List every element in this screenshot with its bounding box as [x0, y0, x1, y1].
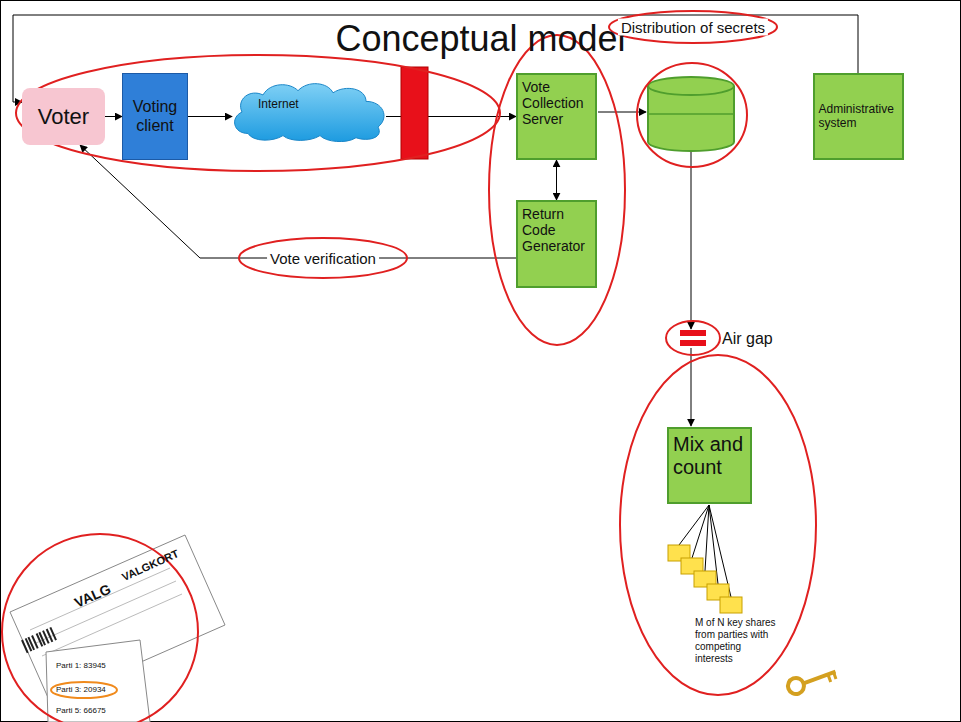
firewall-block — [401, 67, 428, 159]
card-rule — [36, 581, 176, 643]
text-label: Parti 3: 20934 — [56, 685, 106, 695]
client-box: Voting client — [122, 73, 188, 160]
text-label: M of N key shares from parties with comp… — [695, 617, 779, 665]
air-gap-bar — [680, 340, 706, 346]
node-label: Administrative system — [819, 103, 898, 131]
highlight-ellipse — [666, 321, 720, 355]
connector — [105, 116, 122, 117]
node-label: Internet — [258, 98, 385, 112]
highlight-ellipse — [16, 55, 500, 171]
edge-label: Distribution of secrets — [618, 19, 768, 36]
node-label: Voter — [26, 104, 101, 129]
highlight-ellipses — [2, 11, 816, 722]
highlight-ellipse — [239, 238, 407, 278]
highlight-ellipse — [2, 534, 198, 722]
actor-box: Voter — [22, 88, 105, 145]
text-label: Air gap — [722, 329, 773, 348]
key-shaft — [804, 672, 836, 684]
highlight-ellipse — [609, 11, 777, 43]
cloud-outline — [228, 80, 393, 142]
key-shares — [668, 545, 742, 613]
key-bow — [786, 676, 807, 697]
highlight-ellipse — [489, 35, 625, 345]
node-label: Vote Collection Server — [522, 79, 591, 127]
process-box: Mix and count — [667, 427, 752, 504]
system-box: Administrative system — [813, 73, 904, 160]
node-label: Return Code Generator — [522, 206, 591, 254]
card-rule — [30, 568, 170, 630]
database-cylinder — [648, 77, 734, 151]
server-box: Return Code Generator — [516, 200, 597, 288]
card-page — [46, 640, 150, 722]
highlight-ellipse — [620, 355, 816, 695]
edge-label: Vote verification — [267, 250, 379, 267]
bar — [50, 627, 56, 640]
connector — [188, 116, 232, 117]
slide-title: Conceptual model — [0, 18, 961, 60]
ballot-card — [10, 535, 225, 722]
key-bit — [828, 674, 831, 682]
air-gap-bar — [680, 330, 706, 336]
connector — [80, 145, 516, 258]
barcode — [22, 627, 56, 652]
flow-arrow — [691, 152, 692, 329]
bar — [32, 636, 38, 649]
highlight-ellipse — [637, 63, 747, 167]
text-label: Parti 5: 66675 — [56, 706, 106, 716]
choice-circle — [51, 682, 117, 698]
cylinder-top — [648, 77, 734, 95]
share-line — [679, 505, 709, 545]
node-label: Mix and count — [673, 433, 746, 479]
share-line — [705, 505, 709, 571]
flow-arrow — [691, 348, 692, 426]
network-cloud: Internet — [228, 80, 393, 142]
cylinder-band — [648, 113, 734, 115]
node-label: Voting client — [127, 98, 183, 135]
cloud-shape — [235, 84, 384, 142]
server-box: Vote Collection Server — [516, 73, 597, 160]
text-label: Parti 1: 83945 — [56, 661, 106, 671]
card-table — [30, 568, 182, 656]
connector — [556, 160, 557, 200]
flow-arrow — [598, 112, 646, 113]
key-icon — [786, 664, 838, 696]
key-bit — [834, 672, 836, 679]
key-share — [720, 597, 742, 613]
